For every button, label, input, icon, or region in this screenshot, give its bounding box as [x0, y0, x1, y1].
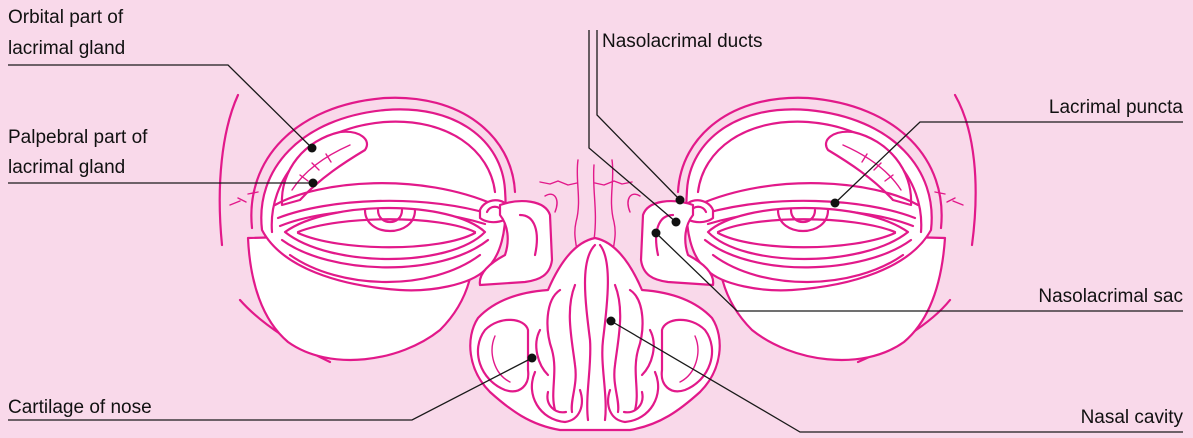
- label-nasolacrimal-sac: Nasolacrimal sac: [1038, 285, 1183, 309]
- label-nasal-cavity: Nasal cavity: [1081, 406, 1183, 430]
- dot-duct-upper: [676, 196, 685, 205]
- label-palpebral-part-line1: Palpebral part of: [8, 126, 147, 150]
- dot-nasal-cavity: [607, 317, 616, 326]
- leader-ducts-2: [589, 30, 676, 222]
- label-lacrimal-puncta: Lacrimal puncta: [1049, 96, 1183, 120]
- dot-palpebral: [309, 179, 318, 188]
- label-orbital-part-line1: Orbital part of: [8, 6, 123, 30]
- label-orbital-part-line2: lacrimal gland: [8, 37, 125, 61]
- dot-sac: [652, 229, 661, 238]
- leader-ducts-1: [597, 30, 680, 200]
- label-palpebral-part-line2: lacrimal gland: [8, 156, 125, 180]
- dot-puncta: [831, 199, 840, 208]
- label-cartilage-of-nose: Cartilage of nose: [8, 396, 152, 420]
- dot-orbital: [308, 144, 317, 153]
- dot-cartilage: [528, 354, 537, 363]
- dot-duct-lower: [672, 218, 681, 227]
- label-nasolacrimal-ducts: Nasolacrimal ducts: [602, 30, 763, 54]
